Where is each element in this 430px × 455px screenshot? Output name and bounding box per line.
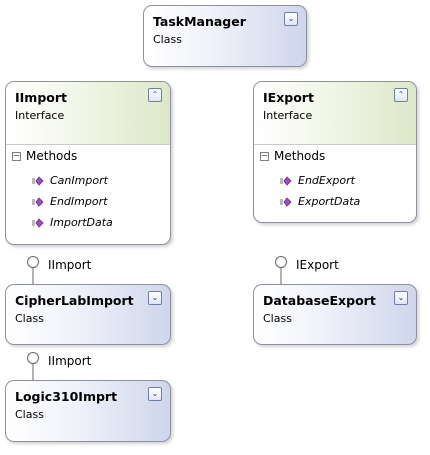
collapse-section-icon[interactable]: − <box>12 151 21 161</box>
collapse-chevron-icon[interactable]: ⌃ <box>394 88 408 102</box>
class-name: Logic310Imprt <box>15 389 118 404</box>
lollipop-label: IImport <box>48 258 92 272</box>
method-item[interactable]: EndExport <box>279 173 355 189</box>
interface-lollipop-connector <box>275 256 287 285</box>
method-icon <box>32 218 44 228</box>
interface-header: IImport Interface ⌃ <box>6 82 170 145</box>
lollipop-label: IExport <box>296 258 339 272</box>
methods-section-header[interactable]: −Methods <box>260 148 325 164</box>
method-icon <box>32 176 44 186</box>
lollipop-label: IImport <box>48 354 92 368</box>
expand-chevron-icon[interactable]: ⌄ <box>394 291 408 305</box>
method-icon <box>32 197 44 207</box>
taskmanager-class-shape[interactable]: TaskManager Class ⌄ <box>143 5 307 67</box>
interface-kind: Interface <box>263 109 313 122</box>
method-icon <box>280 197 292 207</box>
interface-lollipop-connector <box>27 256 39 285</box>
interface-name: IImport <box>15 90 68 105</box>
expand-chevron-icon[interactable]: ⌄ <box>148 387 162 401</box>
method-name: EndExport <box>298 174 355 187</box>
class-name: TaskManager <box>153 14 246 29</box>
method-item[interactable]: EndImport <box>31 194 107 210</box>
expand-chevron-icon[interactable]: ⌄ <box>284 12 298 26</box>
interface-kind: Interface <box>15 109 65 122</box>
collapse-section-icon[interactable]: − <box>260 151 269 161</box>
method-item[interactable]: ImportData <box>31 215 113 231</box>
class-name: DatabaseExport <box>263 293 376 308</box>
section-label: Methods <box>26 149 78 163</box>
cipherlabimport-class-shape[interactable]: CipherLabImport Class ⌄ <box>5 284 171 345</box>
databaseexport-class-shape[interactable]: DatabaseExport Class ⌄ <box>253 284 417 345</box>
collapse-chevron-icon[interactable]: ⌃ <box>148 88 162 102</box>
method-name: ImportData <box>50 216 113 229</box>
interface-name: IExport <box>263 90 314 105</box>
class-name: CipherLabImport <box>15 293 134 308</box>
interface-header: IExport Interface ⌃ <box>254 82 416 145</box>
method-item[interactable]: ExportData <box>279 194 360 210</box>
class-kind: Class <box>153 33 182 46</box>
method-name: CanImport <box>50 174 108 187</box>
iexport-interface-shape[interactable]: IExport Interface ⌃ −Methods EndExport E… <box>253 81 417 223</box>
expand-chevron-icon[interactable]: ⌄ <box>148 291 162 305</box>
method-item[interactable]: CanImport <box>31 173 108 189</box>
method-name: ExportData <box>298 195 361 208</box>
class-kind: Class <box>15 408 44 421</box>
class-kind: Class <box>15 312 44 325</box>
method-icon <box>280 176 292 186</box>
interface-lollipop-connector <box>27 352 39 381</box>
section-label: Methods <box>274 149 326 163</box>
logic310imprt-class-shape[interactable]: Logic310Imprt Class ⌄ <box>5 380 171 442</box>
class-kind: Class <box>263 312 292 325</box>
methods-section-header[interactable]: −Methods <box>12 148 77 164</box>
iimport-interface-shape[interactable]: IImport Interface ⌃ −Methods CanImport E… <box>5 81 171 245</box>
method-name: EndImport <box>50 195 108 208</box>
